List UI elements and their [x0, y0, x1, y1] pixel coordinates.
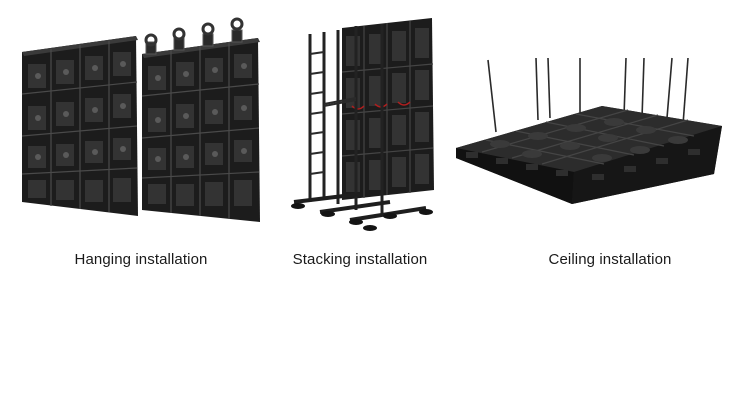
stacking-installation-item: Stacking installation [270, 0, 450, 280]
stacking-installation-caption: Stacking installation [292, 251, 428, 268]
stacking-led-panels-icon [291, 18, 434, 231]
hanging-installation-item: Hanging installation [0, 0, 280, 280]
ceiling-installation-caption: Ceiling installation [548, 251, 672, 268]
hanging-led-panels-icon [21, 17, 260, 222]
ceiling-led-panels-icon [456, 57, 722, 204]
ceiling-installation-item: Ceiling installation [450, 0, 750, 280]
hanging-installation-caption: Hanging installation [74, 251, 208, 268]
